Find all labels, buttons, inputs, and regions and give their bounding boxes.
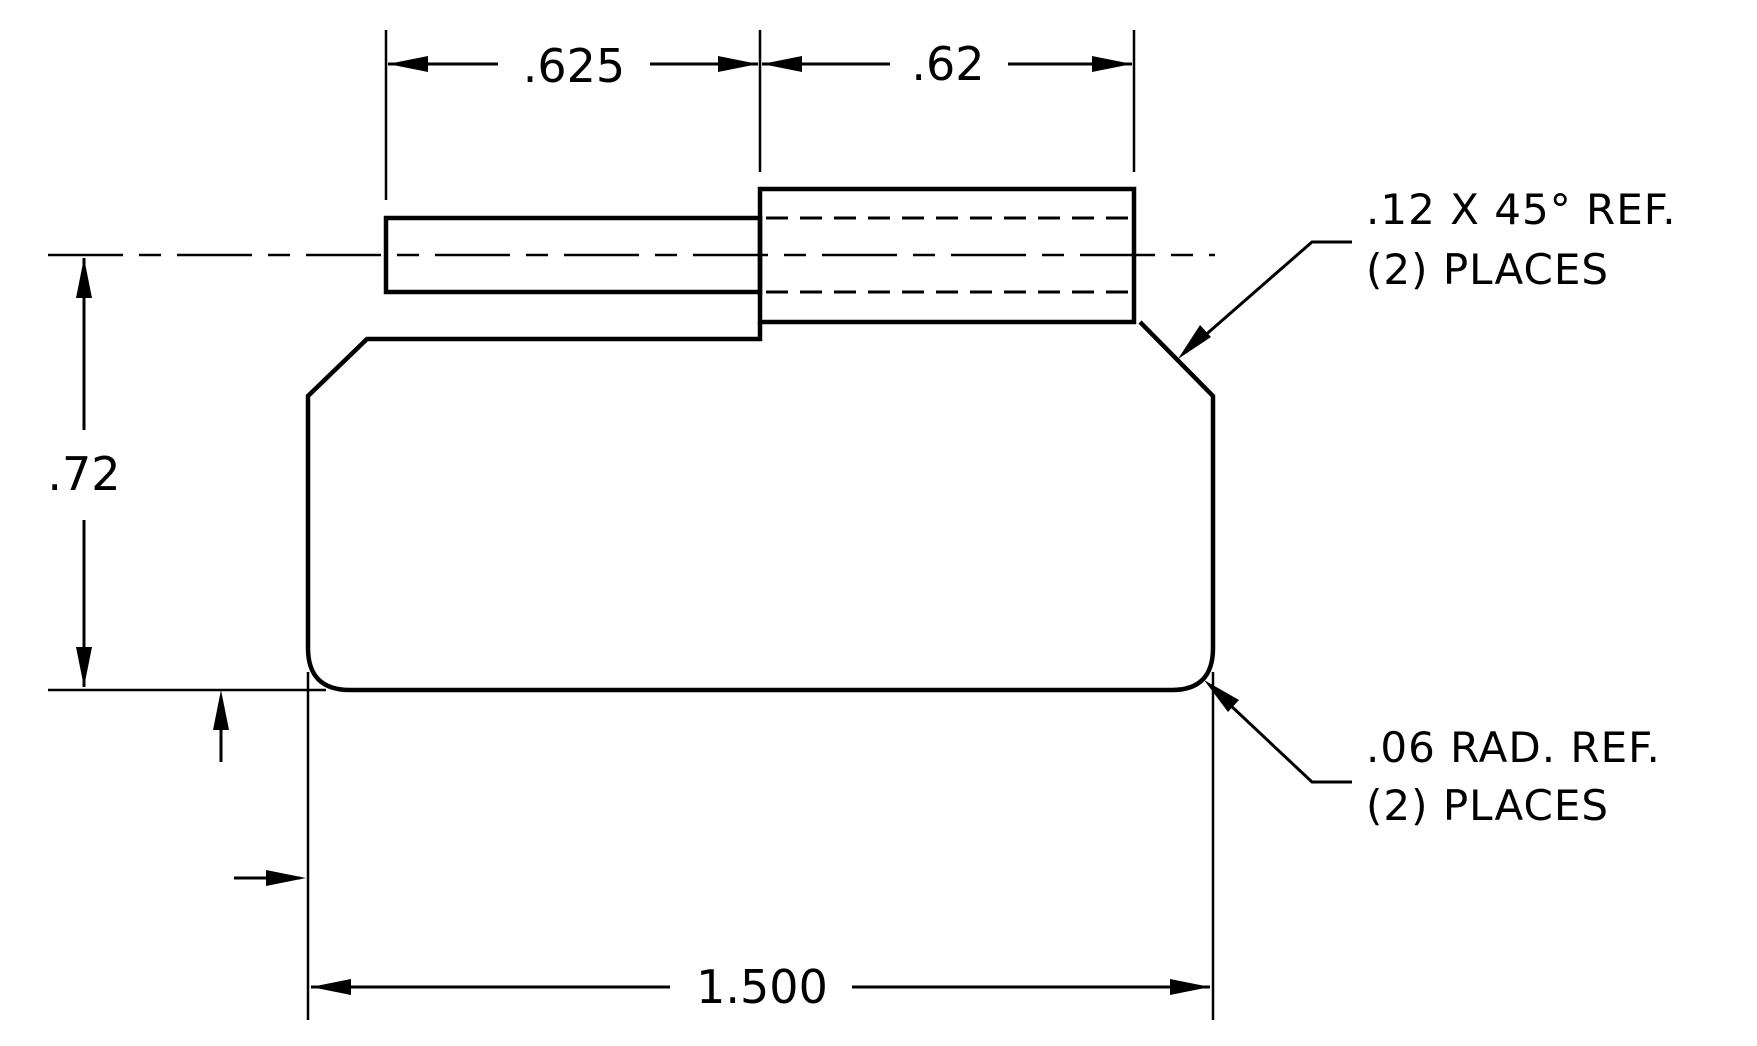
dim-arrow-62-left <box>762 56 802 72</box>
dim-arrow-1500-right <box>1170 979 1210 995</box>
chamfer-leader <box>1185 240 1352 354</box>
radius-leader <box>1210 686 1352 784</box>
radius-note-line1: .06 RAD. REF. <box>1366 723 1661 772</box>
dim-text-625: .625 <box>523 39 625 93</box>
dim-arrow-1500-left <box>311 979 351 995</box>
dim-text-62: .62 <box>911 37 984 91</box>
dim-arrow-625-right <box>718 56 758 72</box>
right-arrow-head <box>266 870 306 886</box>
right-boss-outline <box>757 186 1137 325</box>
dim-arrow-72-top <box>76 258 92 298</box>
radius-note-line2: (2) PLACES <box>1366 781 1609 830</box>
dim-arrow-625-left <box>388 56 428 72</box>
up-arrow-head <box>213 690 229 730</box>
chamfer-note-line1: .12 X 45° REF. <box>1366 185 1677 234</box>
dim-arrow-62-right <box>1092 56 1132 72</box>
dim-text-72: .72 <box>47 447 120 501</box>
chamfer-note-line2: (2) PLACES <box>1366 245 1609 294</box>
dim-arrow-72-bottom <box>76 647 92 687</box>
radius-leader-arrow <box>1204 680 1239 712</box>
main-body-outline <box>305 320 1216 693</box>
dim-text-1500: 1.500 <box>696 960 828 1014</box>
chamfer-leader-arrow <box>1178 325 1211 359</box>
